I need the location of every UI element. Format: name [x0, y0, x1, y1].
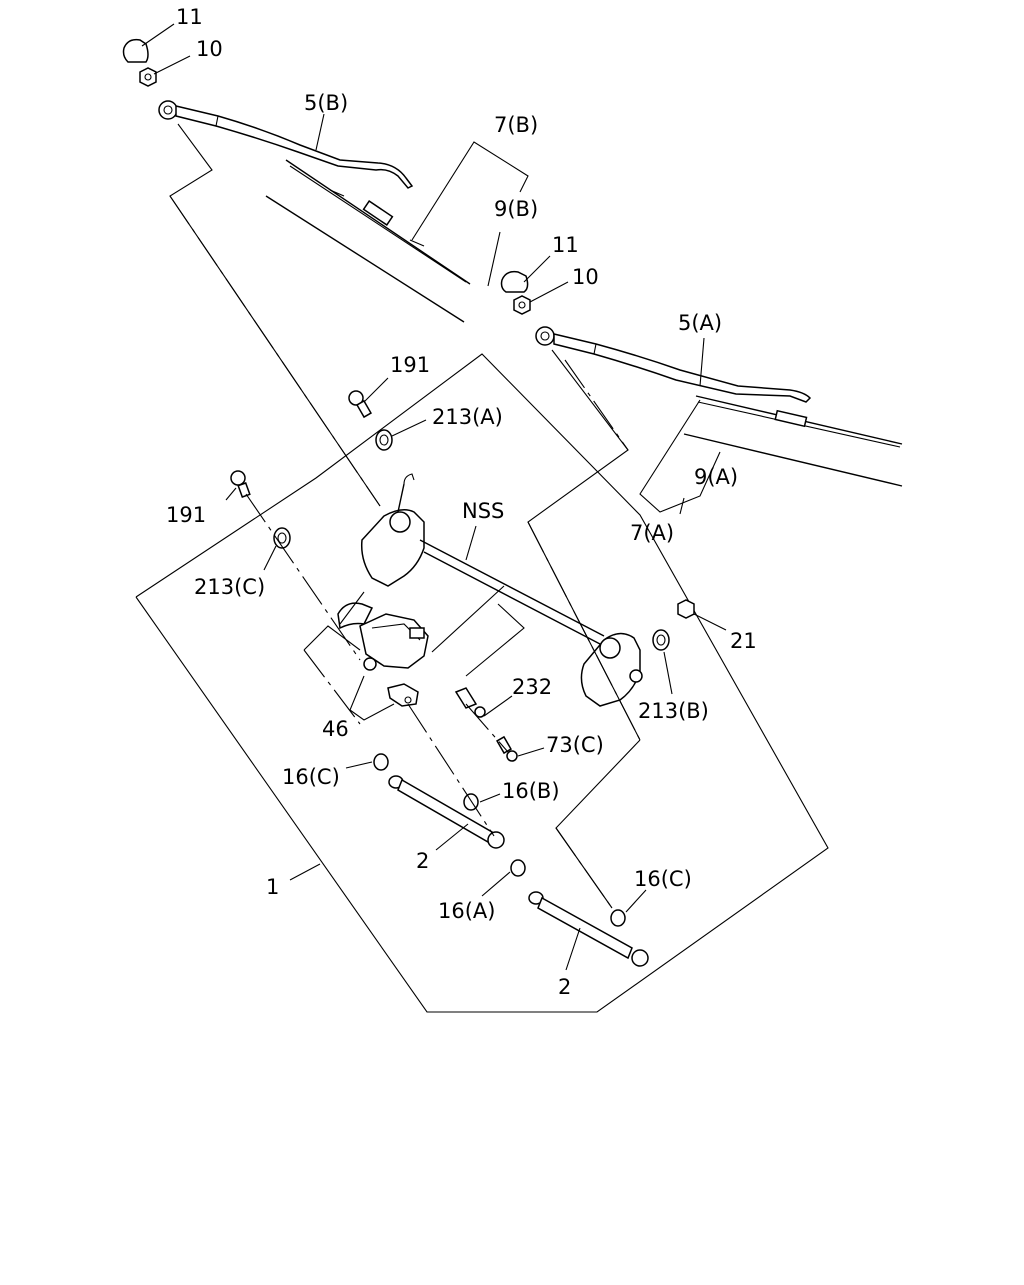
- wiper-blade-7a: [695, 395, 903, 448]
- nut-10-right: [513, 295, 531, 315]
- wiper-motor: [337, 602, 429, 671]
- label-16b: 16(B): [502, 779, 560, 803]
- bolt-191-lower: [230, 470, 251, 498]
- screw-73c: [496, 735, 518, 762]
- assembly-boundary-1: [135, 353, 829, 1013]
- link-rod-2-lower: [528, 891, 649, 967]
- label-1: 1: [266, 875, 279, 899]
- assembly-lines: [169, 123, 641, 909]
- label-11-left: 11: [176, 5, 203, 29]
- label-213a: 213(A): [432, 405, 503, 429]
- nut-21: [677, 599, 695, 619]
- link-rod-2-upper: [388, 775, 505, 849]
- wiper-rubber-9a: [683, 433, 903, 487]
- label-16c-upper: 16(C): [282, 765, 340, 789]
- wiper-blade-7b: [285, 159, 471, 285]
- bushing-16a: [510, 859, 526, 877]
- wiper-arm-5a: [535, 326, 812, 403]
- grommet-213a: [375, 429, 393, 451]
- wiper-arm-5b: [158, 100, 414, 189]
- label-7a: 7(A): [630, 521, 674, 545]
- bushing-16c-upper: [373, 753, 389, 771]
- cap-11-right: [500, 270, 529, 293]
- wiper-rubber-9b: [265, 195, 465, 323]
- nut-10-left: [139, 67, 157, 87]
- label-10-right: 10: [572, 265, 599, 289]
- label-10-left: 10: [196, 37, 223, 61]
- label-73c: 73(C): [546, 733, 604, 757]
- label-2-upper: 2: [416, 849, 429, 873]
- label-213b: 213(B): [638, 699, 709, 723]
- cap-11-left: [122, 38, 149, 63]
- bracket-46: [387, 683, 419, 707]
- grommet-213b: [652, 629, 670, 651]
- label-5b: 5(B): [304, 91, 348, 115]
- label-191-lower: 191: [166, 503, 206, 527]
- label-9a: 9(A): [694, 465, 738, 489]
- connector-232: [454, 687, 486, 718]
- label-213c: 213(C): [194, 575, 265, 599]
- label-nss: NSS: [462, 499, 504, 523]
- bushing-16c-lower: [610, 909, 626, 927]
- grommet-213c: [273, 527, 291, 549]
- label-232: 232: [512, 675, 552, 699]
- label-46: 46: [322, 717, 349, 741]
- label-11-right: 11: [552, 233, 579, 257]
- label-21: 21: [730, 629, 757, 653]
- bolt-191-upper: [348, 390, 372, 419]
- linkage-frame-nss: [360, 473, 643, 707]
- label-9b: 9(B): [494, 197, 538, 221]
- label-7b: 7(B): [494, 113, 538, 137]
- label-5a: 5(A): [678, 311, 722, 335]
- callout-leaders: [141, 23, 727, 971]
- label-2-lower: 2: [558, 975, 571, 999]
- label-191-upper: 191: [390, 353, 430, 377]
- part-labels: 11 10 5(B) 7(B) 9(B) 11 10 5(A) 191 213(…: [166, 5, 757, 999]
- label-16a: 16(A): [438, 899, 495, 923]
- label-16c-lower: 16(C): [634, 867, 692, 891]
